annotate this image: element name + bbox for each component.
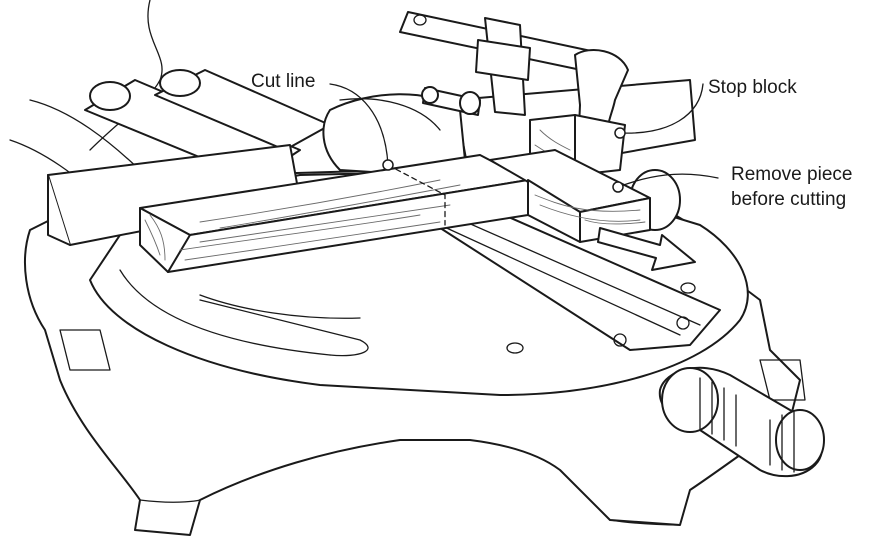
- label-remove-piece-line2: before cutting: [731, 189, 847, 210]
- left-fence: [47, 144, 301, 246]
- remove-piece-leader: [617, 173, 719, 188]
- bar-clamp: [399, 11, 629, 163]
- cut-line-mark: [387, 164, 446, 226]
- label-remove-piece-line1: Remove piece: [731, 164, 853, 185]
- label-cut-line: Cut line: [251, 71, 316, 92]
- stop-block-callout-dot: [614, 127, 626, 139]
- remove-piece-callout-dot: [612, 181, 624, 193]
- label-stop-block: Stop block: [708, 77, 797, 98]
- cut-line-leader: [329, 83, 389, 166]
- stop-block-leader: [619, 83, 704, 134]
- cut-line-callout-dot: [382, 159, 394, 171]
- bevel-lock-knob: [658, 366, 825, 478]
- cutoff-piece: [489, 149, 651, 243]
- remove-direction-arrow: [597, 227, 696, 271]
